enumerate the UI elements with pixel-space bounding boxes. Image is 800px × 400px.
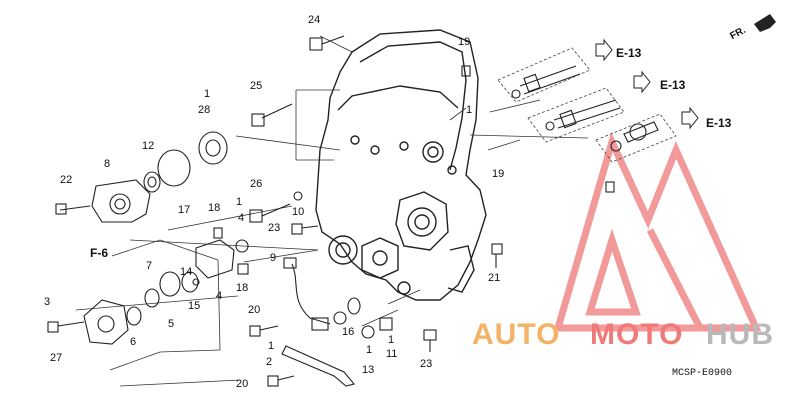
- callout-7: 7: [146, 260, 153, 272]
- callout-22: 22: [60, 174, 73, 186]
- callout-11: 11: [386, 348, 398, 360]
- callout-21: 21: [488, 272, 501, 284]
- callout-12: 12: [142, 140, 155, 152]
- callout-5: 5: [168, 318, 175, 330]
- callout-26: 26: [250, 178, 263, 190]
- group-boxes: [497, 47, 677, 163]
- callout-15: 15: [188, 300, 201, 312]
- callout-18-bottom: 18: [236, 282, 249, 294]
- callout-1-washer: 1: [366, 344, 373, 356]
- callout-24: 24: [308, 14, 321, 26]
- front-direction-arrow: [754, 14, 776, 32]
- watermark-text-hub: HUB: [706, 318, 774, 351]
- callout-23-top: 23: [268, 222, 281, 234]
- callout-27: 27: [50, 352, 63, 364]
- callout-8: 8: [104, 158, 111, 170]
- diagram-code: MCSP-E0900: [672, 368, 733, 379]
- callout-1-sensor: 1: [388, 334, 395, 346]
- callout-20-top: 20: [248, 304, 261, 316]
- callout-18-top: 18: [208, 202, 221, 214]
- callout-9: 9: [270, 252, 277, 264]
- callout-1-bearing: 1: [204, 88, 211, 100]
- ref-e13-2: E-13: [660, 78, 686, 92]
- callout-23-bottom: 23: [420, 358, 433, 370]
- callout-25: 25: [250, 80, 263, 92]
- callout-14: 14: [180, 266, 193, 278]
- ref-e13-3: E-13: [706, 116, 732, 130]
- watermark-text-auto: AUTO: [472, 318, 561, 351]
- watermark-text-moto: MOTO: [590, 318, 684, 351]
- hose-assemblies: [511, 65, 659, 152]
- ref-arrows: [595, 38, 699, 130]
- callout-3: 3: [44, 296, 51, 308]
- callout-1-cover: 1: [466, 104, 473, 116]
- callout-4-top: 4: [238, 212, 245, 224]
- left-parts: [47, 35, 615, 387]
- callout-6: 6: [130, 336, 137, 348]
- callout-28: 28: [198, 104, 211, 116]
- ref-f6: F-6: [90, 246, 108, 260]
- callout-4-bottom: 4: [216, 290, 223, 302]
- callout-2: 2: [266, 356, 273, 368]
- callout-19-top: 19: [458, 36, 471, 48]
- crankcase-cover: [315, 29, 487, 301]
- callout-17: 17: [178, 204, 191, 216]
- callout-1-gasket: 1: [236, 196, 243, 208]
- callout-13: 13: [362, 364, 375, 376]
- callout-10: 10: [292, 206, 305, 218]
- ref-e13-1: E-13: [616, 46, 642, 60]
- callout-1-bracket: 1: [268, 340, 275, 352]
- callout-19-right: 19: [492, 168, 505, 180]
- callout-20-bottom: 20: [236, 378, 249, 390]
- callout-16: 16: [342, 326, 355, 338]
- watermark-logo: [553, 132, 762, 332]
